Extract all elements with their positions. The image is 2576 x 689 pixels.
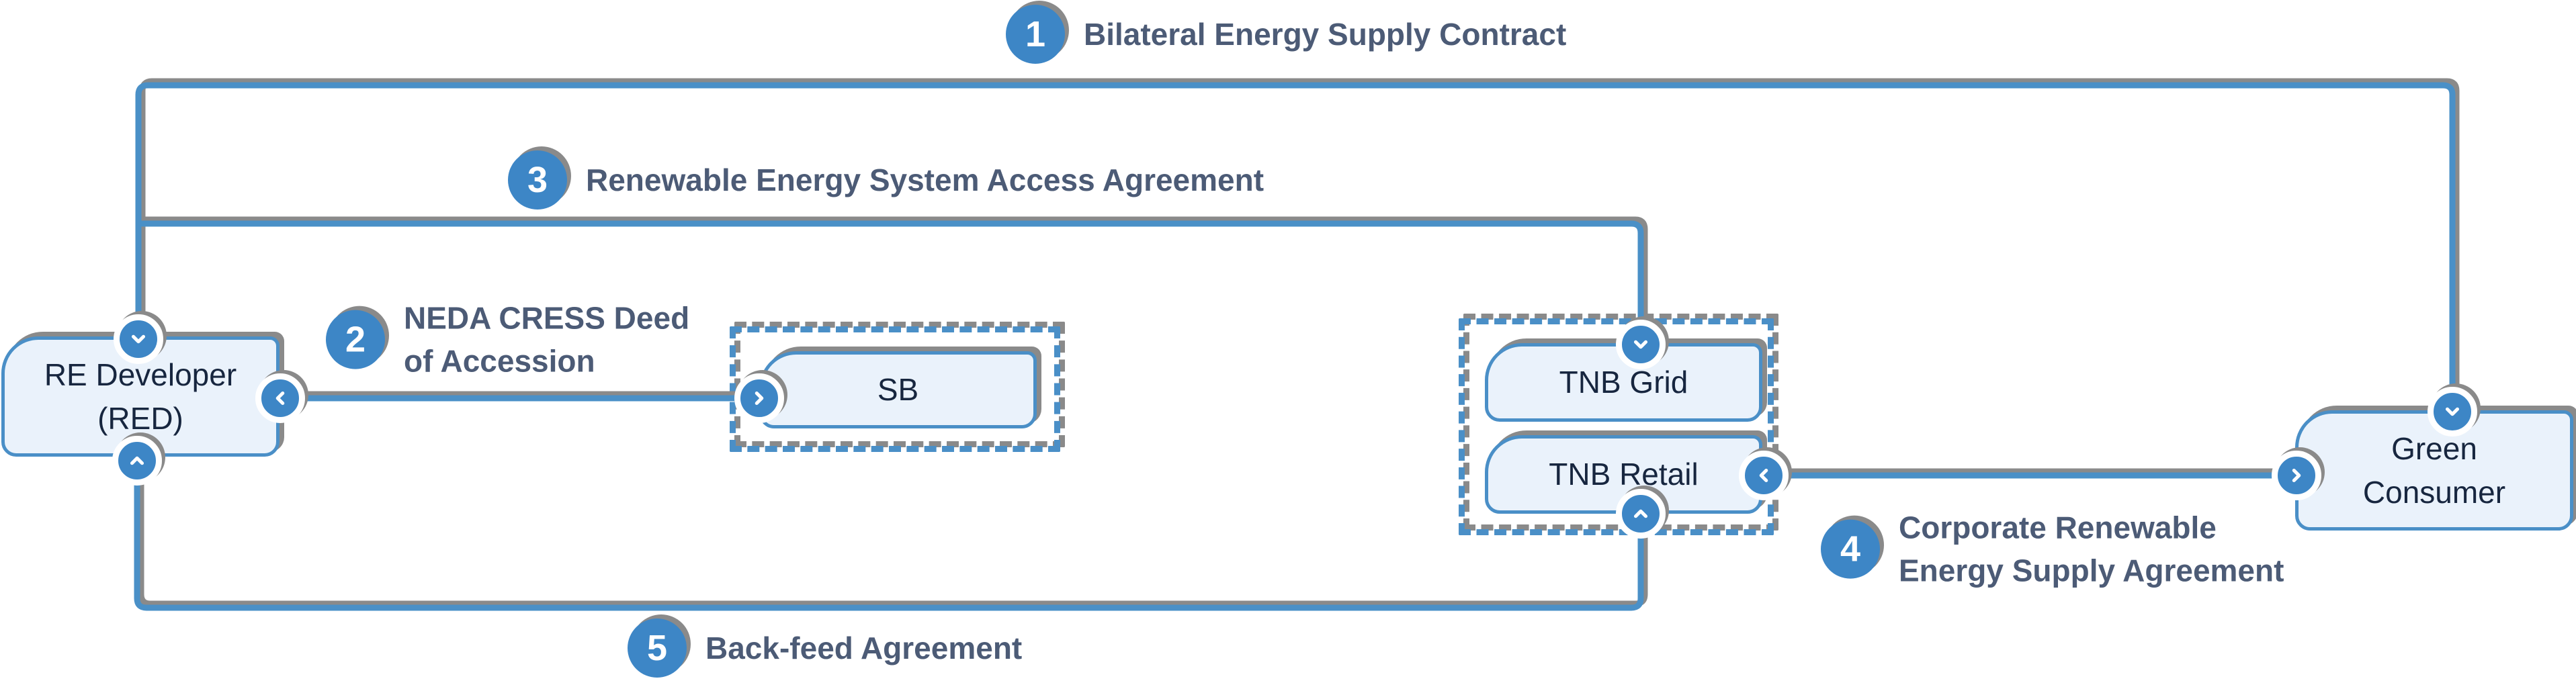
connector-bilateral-contract [135,82,2456,414]
annotation-label: Corporate Renewable Energy Supply Agreem… [1899,510,2284,588]
annotation-label: Back-feed Agreement [705,630,1023,665]
annotation-3: 3 Renewable Energy System Access Agreeme… [508,150,1264,210]
step-2-badge: 2 [326,310,385,369]
annotation-label: Renewable Energy System Access Agreement [586,162,1264,197]
step-number: 5 [646,628,668,668]
step-number: 1 [1025,14,1046,54]
chevron-left-icon [1739,451,1789,500]
chevron-down-icon [1616,320,1666,369]
chevron-right-icon [2272,451,2321,500]
node-label: TNB Retail [1549,457,1699,492]
step-number: 4 [1840,529,1861,569]
chevron-up-icon [1616,489,1666,539]
connector-back-feed-agreement [134,461,1644,611]
node-label: (RED) [97,400,183,436]
annotation-2: 2 NEDA CRESS Deed of Accession [326,297,689,383]
node-label: Green [2391,431,2477,467]
annotation-1: 1 Bilateral Energy Supply Contract [1006,5,1566,64]
node-label: Consumer [2362,474,2506,510]
wire-shadows [138,78,2460,607]
chevron-left-icon [255,373,305,423]
chevron-right-icon [734,373,784,423]
node-label: SB [877,372,919,408]
chevron-down-icon [114,314,163,364]
annotation-5: 5 Back-feed Agreement [628,618,1022,678]
sb-dashed-container [730,326,1060,452]
step-3-badge: 3 [508,150,567,210]
annotation-label: Bilateral Energy Supply Contract [1084,16,1567,52]
chevron-up-icon [112,436,162,486]
annotation-4: 4 Corporate Renewable Energy Supply Agre… [1821,506,2284,593]
step-number: 2 [345,320,366,360]
step-number: 3 [527,160,548,200]
annotation-label: NEDA CRESS Deed of Accession [404,300,690,379]
step-1-badge: 1 [1006,5,1065,64]
step-5-badge: 5 [628,618,687,678]
tnb-dashed-container [1459,318,1774,535]
node-sb: SB [759,351,1037,428]
node-label: TNB Grid [1559,365,1688,400]
step-4-badge: 4 [1821,520,1880,579]
connector-system-access-agreement [136,220,1644,341]
chevron-down-icon [2428,387,2477,437]
